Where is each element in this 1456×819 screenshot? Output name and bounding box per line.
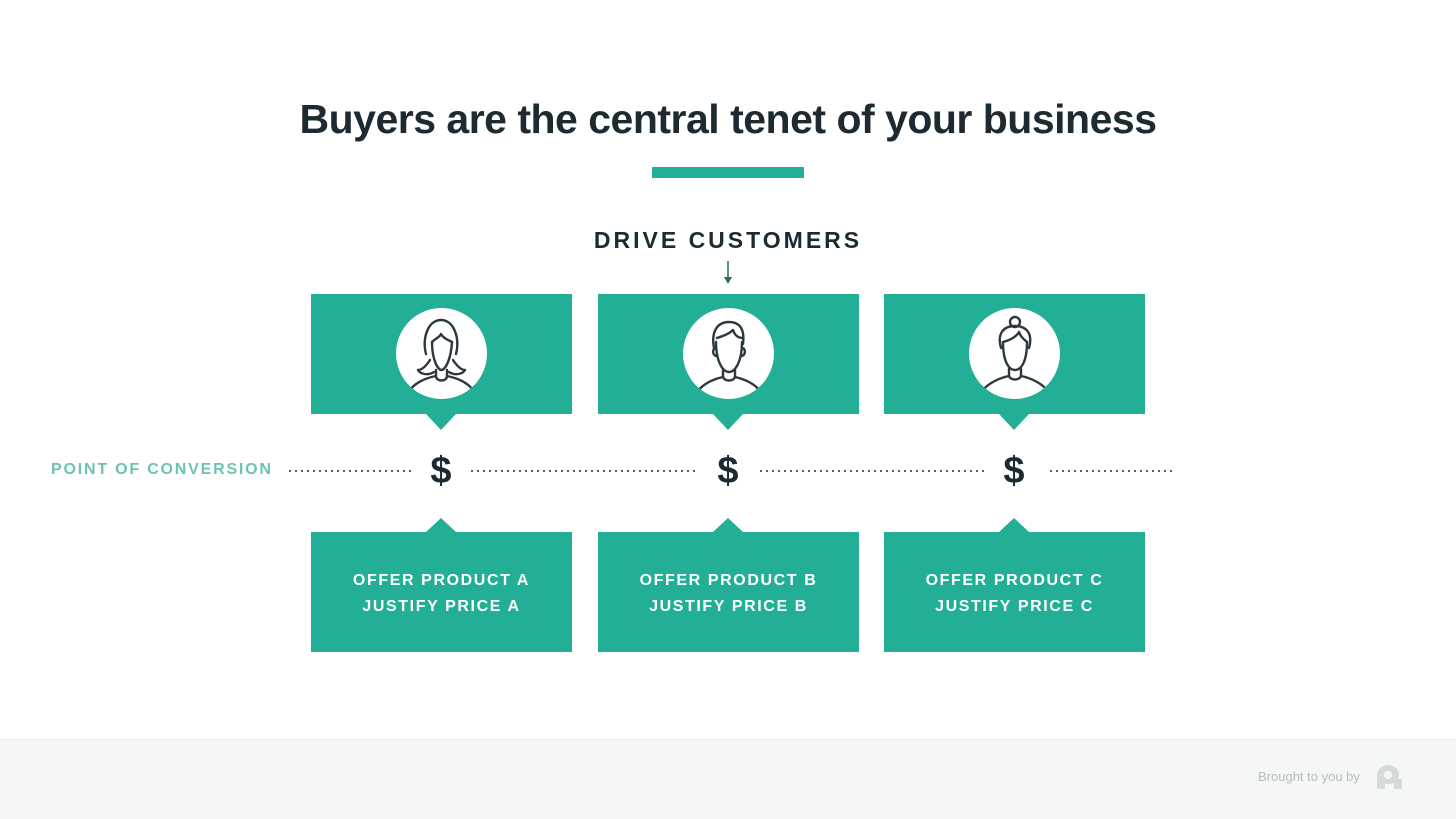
customer-card-a — [311, 294, 572, 430]
avatar — [969, 308, 1060, 399]
offer-card-a: OFFER PRODUCT A JUSTIFY PRICE A — [311, 518, 572, 652]
dollar-icon: $ — [717, 450, 739, 492]
woman-long-hair-icon — [408, 318, 475, 392]
attribution-text: Brought to you by — [1258, 769, 1360, 784]
slide-title: Buyers are the central tenet of your bus… — [299, 96, 1158, 142]
justify-price-label: JUSTIFY PRICE B — [649, 598, 808, 615]
down-arrow-icon — [724, 261, 732, 284]
avatar — [396, 308, 487, 399]
dotted-line — [287, 470, 414, 472]
justify-price-label: JUSTIFY PRICE C — [935, 598, 1094, 615]
justify-price-label: JUSTIFY PRICE A — [362, 598, 521, 615]
dotted-line — [758, 470, 987, 472]
man-short-hair-icon — [695, 320, 763, 394]
offer-product-label: OFFER PRODUCT C — [925, 572, 1104, 589]
woman-hair-bun-icon — [981, 315, 1049, 392]
point-of-conversion-label: POINT OF CONVERSION — [51, 461, 273, 478]
dotted-line — [469, 470, 698, 472]
brand-logo-icon[interactable] — [1375, 764, 1403, 790]
dotted-line — [1048, 470, 1176, 472]
avatar — [683, 308, 774, 399]
customer-card-c — [884, 294, 1145, 430]
drive-customers-label: DRIVE CUSTOMERS — [593, 227, 863, 253]
dollar-icon: $ — [430, 450, 452, 492]
offer-card-c: OFFER PRODUCT C JUSTIFY PRICE C — [884, 518, 1145, 652]
customer-card-b — [598, 294, 859, 430]
offer-product-label: OFFER PRODUCT B — [639, 572, 818, 589]
title-underline — [652, 167, 804, 178]
footer: Brought to you by — [0, 739, 1456, 819]
offer-product-label: OFFER PRODUCT A — [352, 572, 531, 589]
offer-card-b: OFFER PRODUCT B JUSTIFY PRICE B — [598, 518, 859, 652]
dollar-icon: $ — [1003, 450, 1025, 492]
